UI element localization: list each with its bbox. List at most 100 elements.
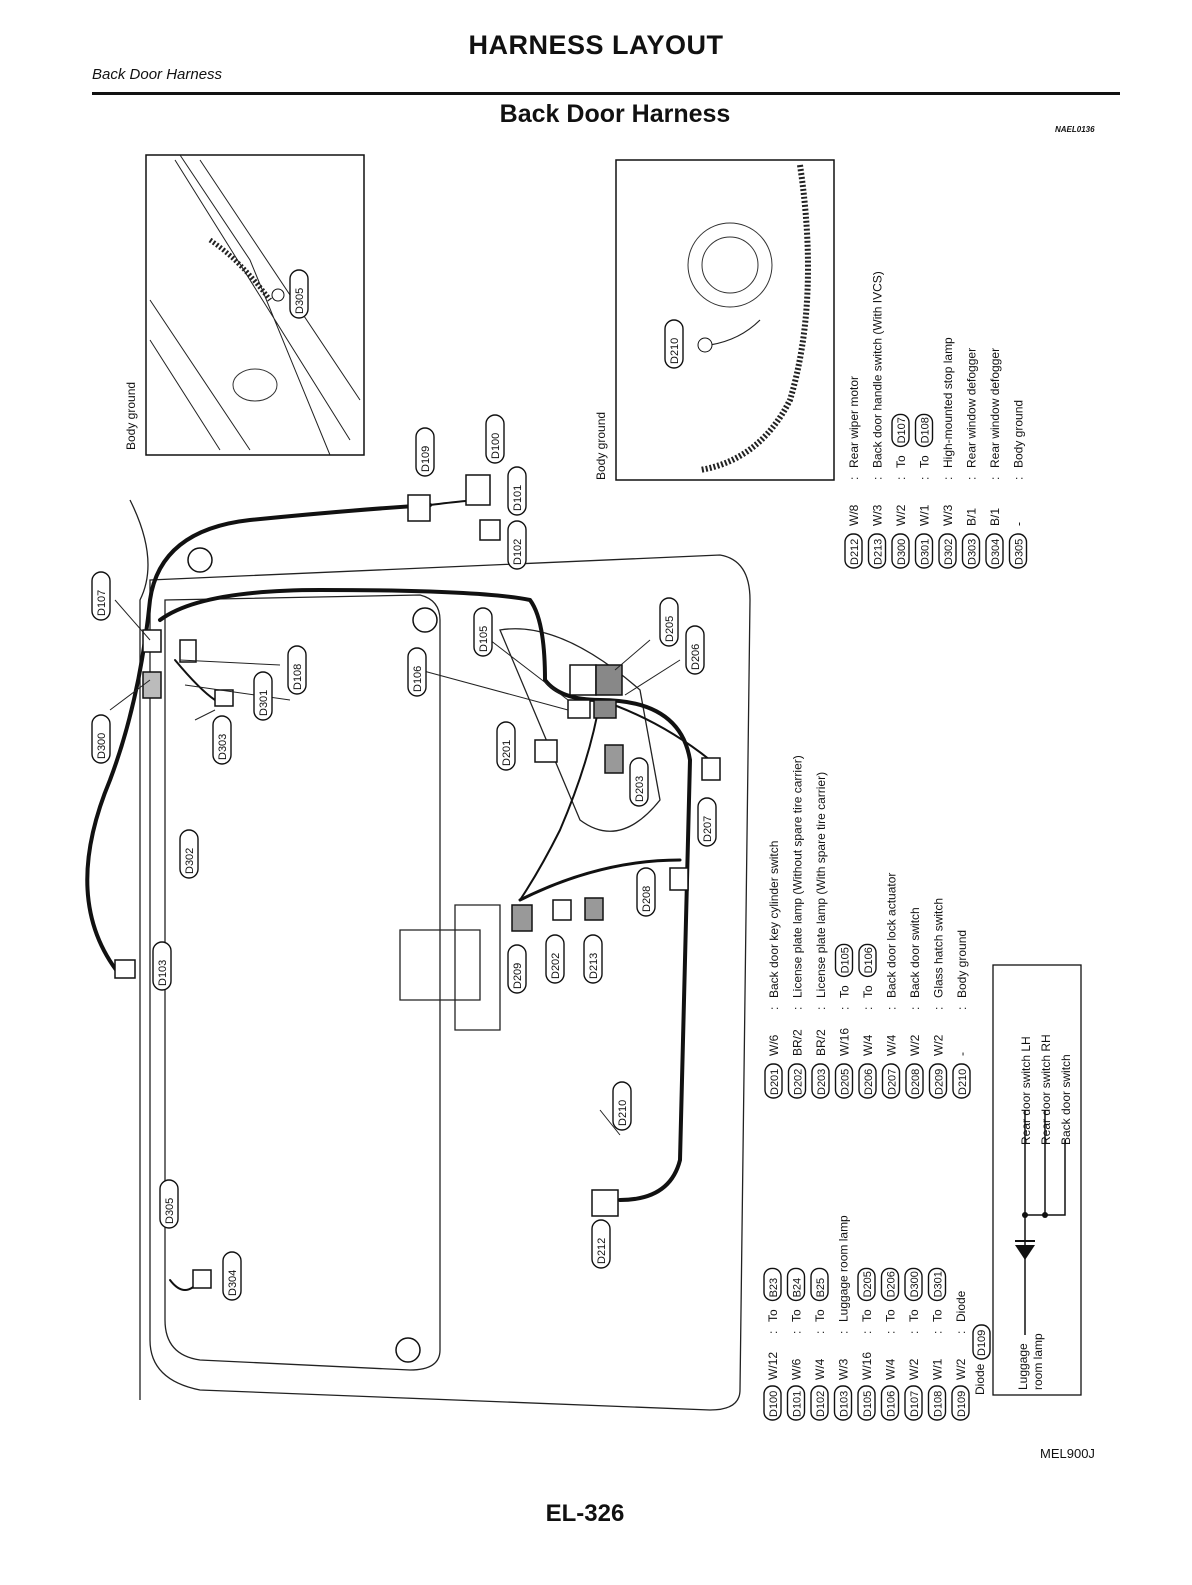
badge-d206: D206 bbox=[685, 625, 705, 675]
legend-desc: Diode bbox=[954, 1290, 968, 1322]
legend-wire: W/4 bbox=[884, 1358, 898, 1380]
svg-text::: : bbox=[837, 1331, 851, 1334]
legend-wire: W/4 bbox=[885, 1034, 899, 1056]
legend-wire: W/8 bbox=[847, 504, 861, 526]
figure-ref: MEL900J bbox=[1040, 1446, 1095, 1461]
legend-wire: W/12 bbox=[766, 1352, 780, 1380]
legend-desc: Rear window defogger bbox=[965, 348, 979, 468]
legend-desc: License plate lamp (With spare tire carr… bbox=[814, 772, 828, 998]
legend-wire: W/3 bbox=[941, 504, 955, 526]
svg-text:D205: D205 bbox=[664, 616, 676, 642]
diode-code-badge: D109 bbox=[972, 1324, 991, 1360]
svg-text::: : bbox=[941, 477, 955, 480]
badge-d302: D302 bbox=[179, 829, 199, 879]
legend-desc: Body ground bbox=[1012, 400, 1026, 468]
badge-d301: D301 bbox=[253, 671, 273, 721]
legend-ref: B25 bbox=[815, 1278, 827, 1298]
diode-schematic-box: Luggage room lamp Rear door switch LH Re… bbox=[972, 964, 1082, 1396]
svg-text:D202: D202 bbox=[550, 953, 562, 979]
legend-wire: W/2 bbox=[907, 1358, 921, 1380]
inset-left: Body ground D305 bbox=[124, 154, 365, 456]
legend-code: D209 bbox=[934, 1069, 946, 1095]
svg-text:D213: D213 bbox=[588, 953, 600, 979]
svg-text::: : bbox=[871, 477, 885, 480]
legend-desc: Back door switch bbox=[908, 907, 922, 998]
svg-text:D209: D209 bbox=[512, 963, 524, 989]
legend-wire: W/3 bbox=[871, 504, 885, 526]
legend-code: D301 bbox=[920, 539, 932, 565]
svg-text::: : bbox=[1012, 477, 1026, 480]
svg-text::: : bbox=[988, 477, 1002, 480]
legend-code: D103 bbox=[839, 1391, 851, 1417]
legend-ref: D108 bbox=[920, 417, 932, 443]
harness-wires bbox=[85, 499, 711, 1291]
legend-code: D102 bbox=[815, 1391, 827, 1417]
legend-wire: W/1 bbox=[918, 504, 932, 526]
badge-d105: D105 bbox=[473, 607, 493, 657]
badge-d207: D207 bbox=[697, 797, 717, 847]
svg-text::: : bbox=[814, 1007, 828, 1010]
svg-text::: : bbox=[766, 1331, 780, 1334]
legend-wire: B/1 bbox=[965, 508, 979, 526]
legend-desc: To bbox=[894, 455, 908, 468]
svg-text::: : bbox=[931, 1331, 945, 1334]
legend-desc: Back door key cylinder switch bbox=[767, 841, 781, 998]
legend-ref: B23 bbox=[768, 1278, 780, 1298]
legend-code: D208 bbox=[910, 1069, 922, 1095]
legend-code: D300 bbox=[896, 539, 908, 565]
svg-text:D300: D300 bbox=[96, 733, 108, 759]
diagram-title: Back Door Harness bbox=[499, 100, 731, 128]
header-rule bbox=[92, 92, 1120, 95]
svg-text::: : bbox=[894, 477, 908, 480]
svg-text::: : bbox=[965, 477, 979, 480]
legend-ref: D105 bbox=[840, 947, 852, 973]
svg-text:D105: D105 bbox=[478, 626, 490, 652]
legend-wire: W/2 bbox=[894, 504, 908, 526]
legend-right-row: D305-:Body ground bbox=[1008, 400, 1028, 569]
svg-text::: : bbox=[955, 1007, 969, 1010]
legend-code: D105 bbox=[862, 1391, 874, 1417]
legend-desc: Rear wiper motor bbox=[847, 376, 861, 468]
svg-text::: : bbox=[908, 1007, 922, 1010]
leader-lines bbox=[109, 599, 681, 1136]
legend-desc: To bbox=[931, 1309, 945, 1322]
legend-ref: D206 bbox=[886, 1271, 898, 1297]
badge-d101: D101 bbox=[507, 466, 527, 516]
body-ground-label-left: Body ground bbox=[124, 382, 138, 450]
svg-text:D305: D305 bbox=[294, 288, 306, 314]
legend-code: D207 bbox=[887, 1069, 899, 1095]
legend-ref: D300 bbox=[909, 1271, 921, 1297]
legend-code: D201 bbox=[769, 1069, 781, 1095]
legend-code: D304 bbox=[990, 539, 1002, 565]
svg-text:D109: D109 bbox=[420, 446, 432, 472]
svg-text:D106: D106 bbox=[412, 666, 424, 692]
connector-blocks bbox=[114, 474, 721, 1363]
legend-wire: W/4 bbox=[861, 1034, 875, 1056]
legend-desc: To bbox=[813, 1309, 827, 1322]
svg-text::: : bbox=[954, 1331, 968, 1334]
legend-wire: W/2 bbox=[954, 1358, 968, 1380]
legend-code: D212 bbox=[849, 539, 861, 565]
svg-text::: : bbox=[861, 1007, 875, 1010]
badge-d201: D201 bbox=[496, 721, 516, 771]
svg-text::: : bbox=[860, 1331, 874, 1334]
legend-code: D202 bbox=[793, 1069, 805, 1095]
svg-text:D101: D101 bbox=[512, 485, 524, 511]
svg-text:D201: D201 bbox=[501, 740, 513, 766]
svg-text:D210: D210 bbox=[669, 338, 681, 364]
legend-code: D203 bbox=[816, 1069, 828, 1095]
svg-text::: : bbox=[790, 1331, 804, 1334]
legend-desc: To bbox=[766, 1309, 780, 1322]
diode-right-2: Rear door switch RH bbox=[1039, 1034, 1053, 1145]
